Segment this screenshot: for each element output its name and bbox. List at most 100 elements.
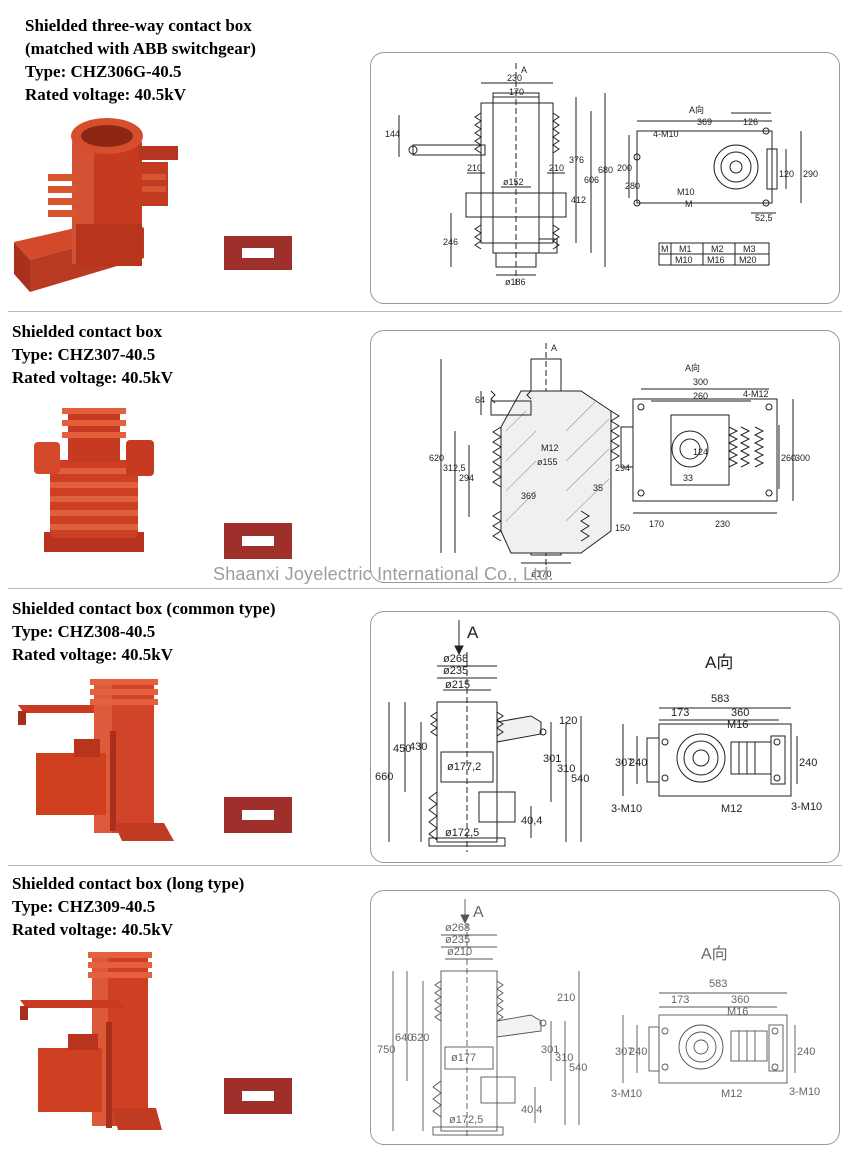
thread-table-cell: M: [661, 244, 669, 254]
dim-label: 3-M10: [789, 1086, 820, 1098]
dim-label: A向: [701, 945, 728, 963]
dim-label: ø155: [537, 457, 558, 467]
dim-label: 660: [375, 771, 393, 783]
dim-label: A: [551, 343, 557, 353]
thread-table-cell: M2: [711, 244, 724, 254]
drawing-panel: A 230 170 144 376 606 680 412 210 210 ø1…: [370, 52, 840, 304]
dim-label: 300: [795, 453, 810, 463]
dim-label: 170: [509, 87, 524, 97]
dim-label: ø215: [445, 679, 470, 691]
product-photo-three-way: [14, 118, 178, 292]
dim-label: 150: [615, 523, 630, 533]
dim-label: 360: [731, 994, 749, 1006]
dim-label: 230: [507, 73, 522, 83]
dim-label: ø235: [443, 665, 468, 677]
dim-label: ø177: [451, 1052, 476, 1064]
product-section-chz307: Shielded contact box Type: CHZ307-40.5 R…: [0, 312, 850, 587]
thread-table-cell: M1: [679, 244, 692, 254]
dim-label: A向: [685, 362, 700, 373]
thread-table-cell: M3: [743, 244, 756, 254]
dim-label: 144: [385, 129, 400, 139]
product-title: Shielded three-way contact box: [25, 16, 252, 35]
dim-label: 376: [569, 155, 584, 165]
dim-label: 301: [541, 1044, 559, 1056]
color-swatch: [224, 523, 292, 559]
drawing-panel: A ø268 ø235 ø215 120 660 450 430 301 310…: [370, 611, 840, 863]
dim-label: 124: [693, 447, 708, 457]
dim-label: 369: [697, 117, 712, 127]
product-photo-contact-box: [34, 408, 154, 552]
dim-label: ø152: [503, 177, 524, 187]
dim-label: 120: [779, 169, 794, 179]
technical-drawing: A ø268 ø235 ø210 210 750 640 620 301 310…: [377, 899, 820, 1137]
dim-label: M12: [541, 443, 559, 453]
thread-table-cell: M16: [707, 255, 725, 265]
product-section-chz309: Shielded contact box (long type) Type: C…: [0, 866, 850, 1150]
dim-label: ø172,5: [449, 1114, 483, 1126]
dim-label: 4-M12: [743, 389, 769, 399]
thread-table-cell: M20: [739, 255, 757, 265]
product-heading: Shielded contact box Type: CHZ307-40.5 R…: [12, 320, 173, 389]
dim-label: 606: [584, 175, 599, 185]
dim-label: 310: [555, 1052, 573, 1064]
dim-label: ø177,2: [447, 761, 481, 773]
dim-label: M12: [721, 1088, 742, 1100]
dim-label: A: [473, 904, 484, 921]
dim-label: 240: [799, 757, 817, 769]
dim-label: ø235: [445, 934, 470, 946]
dim-label: 240: [629, 1046, 647, 1058]
dim-label: 301: [543, 753, 561, 765]
technical-drawing: A ø268 ø235 ø215 120 660 450 430 301 310…: [375, 620, 822, 852]
product-voltage: Rated voltage: 40.5kV: [25, 85, 187, 104]
dim-label: 583: [711, 693, 729, 705]
product-heading: Shielded contact box (common type) Type:…: [12, 597, 275, 666]
dim-label: 3-M10: [611, 1088, 642, 1100]
dim-label: 540: [569, 1062, 587, 1074]
dim-label: 680: [598, 165, 613, 175]
technical-drawing: A 64 620 312,5 294 M12 ø155 369 294 35 1…: [429, 343, 810, 579]
dim-label: 583: [709, 978, 727, 990]
dim-label: ø186: [505, 277, 526, 287]
dim-label: 360: [731, 707, 749, 719]
dim-label: 173: [671, 994, 689, 1006]
product-voltage: Rated voltage: 40.5kV: [12, 368, 174, 387]
dim-label: 640: [395, 1032, 413, 1044]
thread-table-cell: M10: [675, 255, 693, 265]
dim-label: ø172,5: [445, 827, 479, 839]
dim-label: ø170: [531, 569, 552, 579]
dim-label: 3-M10: [611, 803, 642, 815]
section-divider: [8, 588, 842, 589]
dim-label: 210: [549, 163, 564, 173]
product-photo-long-type: [20, 952, 162, 1130]
product-type: Type: CHZ307-40.5: [12, 345, 156, 364]
dim-label: M: [685, 199, 693, 209]
dim-label: 450: [393, 743, 411, 755]
product-voltage: Rated voltage: 40.5kV: [12, 920, 174, 939]
dim-label: A向: [689, 104, 704, 115]
dim-label: 430: [409, 741, 427, 753]
technical-drawing: A 230 170 144 376 606 680 412 210 210 ø1…: [385, 63, 818, 287]
dim-label: 750: [377, 1044, 395, 1056]
dim-label: 52,5: [755, 213, 773, 223]
dim-label: 310: [557, 763, 575, 775]
color-swatch: [224, 236, 292, 270]
product-type: Type: CHZ309-40.5: [12, 897, 156, 916]
dim-label: 260: [781, 453, 796, 463]
dim-label: 620: [429, 453, 444, 463]
product-title: Shielded contact box (long type): [12, 874, 245, 893]
dim-label: 312,5: [443, 463, 466, 473]
dim-label: 412: [571, 195, 586, 205]
dim-label: 40,4: [521, 815, 542, 827]
dim-label: 260: [693, 391, 708, 401]
dim-label: A向: [705, 653, 733, 672]
dim-label: 294: [615, 463, 630, 473]
dim-label: M16: [727, 719, 748, 731]
dim-label: 210: [467, 163, 482, 173]
dim-label: M16: [727, 1006, 748, 1018]
product-section-chz308: Shielded contact box (common type) Type:…: [0, 589, 850, 864]
dim-label: 280: [625, 181, 640, 191]
product-heading: Shielded contact box (long type) Type: C…: [12, 872, 244, 941]
company-watermark: Shaanxi Joyelectric International Co., L…: [213, 564, 554, 584]
drawing-panel: A 64 620 312,5 294 M12 ø155 369 294 35 1…: [370, 330, 840, 583]
product-type: Type: CHZ308-40.5: [12, 622, 156, 641]
